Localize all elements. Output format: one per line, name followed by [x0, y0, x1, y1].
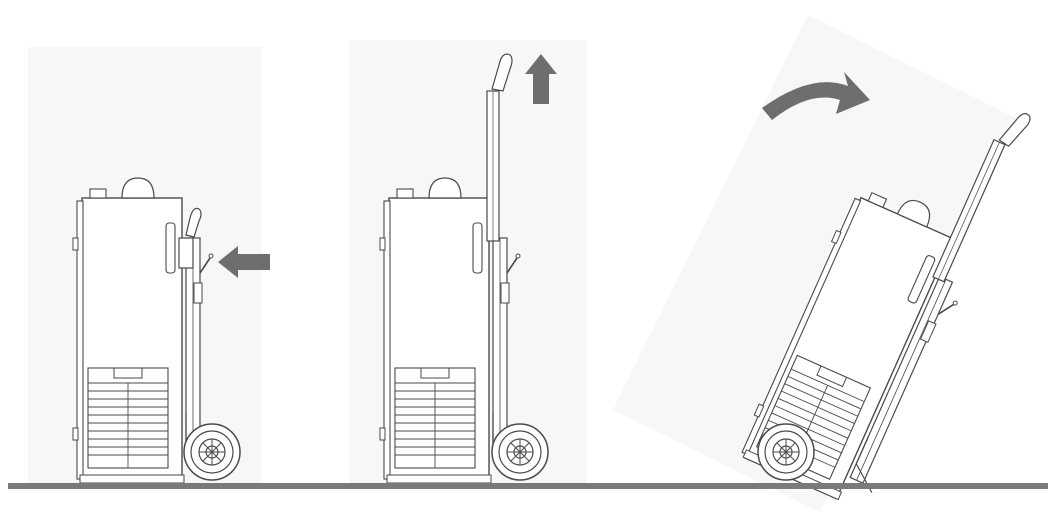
wheel-icon	[758, 424, 814, 480]
step-3-panel	[613, 15, 1039, 512]
step-1-wheel	[184, 424, 240, 480]
wheel-icon	[492, 424, 548, 480]
floor-line	[8, 483, 1048, 489]
step-1-panel	[28, 47, 270, 485]
step-3-wheel	[758, 424, 814, 480]
step-2-wheel	[492, 424, 548, 480]
wheel-icon	[184, 424, 240, 480]
step-2-panel	[350, 40, 586, 485]
